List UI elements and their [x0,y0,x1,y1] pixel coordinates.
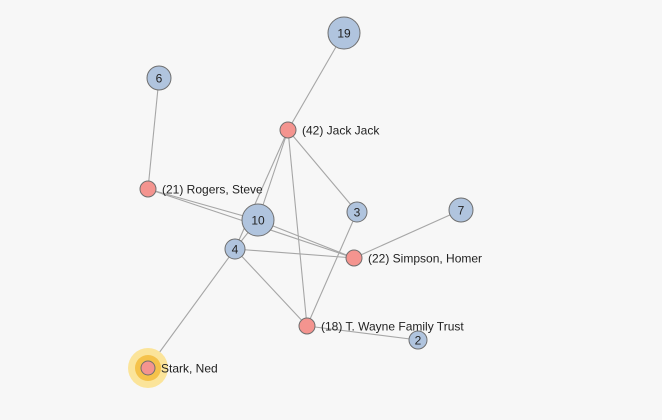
edge-n19-jackjack [287,32,345,131]
graph-node-n7[interactable]: 7 [448,197,474,223]
edge-wayne-n2 [306,325,419,341]
edge-n4-wayne [234,248,308,327]
graph-node-n6[interactable]: 6 [146,65,172,91]
edge-n4-simpson [234,248,355,259]
edge-n4-stark [147,248,236,369]
graph-node-n10[interactable]: 10 [241,203,275,237]
edge-jackjack-n4 [234,129,289,250]
node-circle[interactable] [146,65,172,91]
edge-jackjack-n3 [287,129,358,213]
graph-node-n2[interactable]: 2 [408,330,428,350]
edge-n10-simpson [257,219,355,259]
node-circle[interactable] [408,330,428,350]
edges-layer [147,32,462,369]
node-circle[interactable] [298,317,316,335]
edge-rogers-n10 [147,188,259,221]
graph-node-n3[interactable]: 3 [346,201,368,223]
edge-n7-simpson [353,209,462,259]
node-circle[interactable] [327,16,361,50]
edge-n3-wayne [306,211,358,327]
graph-node-n19[interactable]: 19 [327,16,361,50]
edge-jackjack-wayne [287,129,308,327]
node-circle[interactable] [345,249,363,267]
node-circle[interactable] [448,197,474,223]
node-circle[interactable] [139,180,157,198]
node-circle[interactable] [140,360,156,376]
node-circle[interactable] [346,201,368,223]
node-circle[interactable] [241,203,275,237]
node-circle[interactable] [279,121,297,139]
edge-n6-rogers [147,77,160,190]
node-circle[interactable] [224,238,246,260]
graph-node-n4[interactable]: 4 [224,238,246,260]
